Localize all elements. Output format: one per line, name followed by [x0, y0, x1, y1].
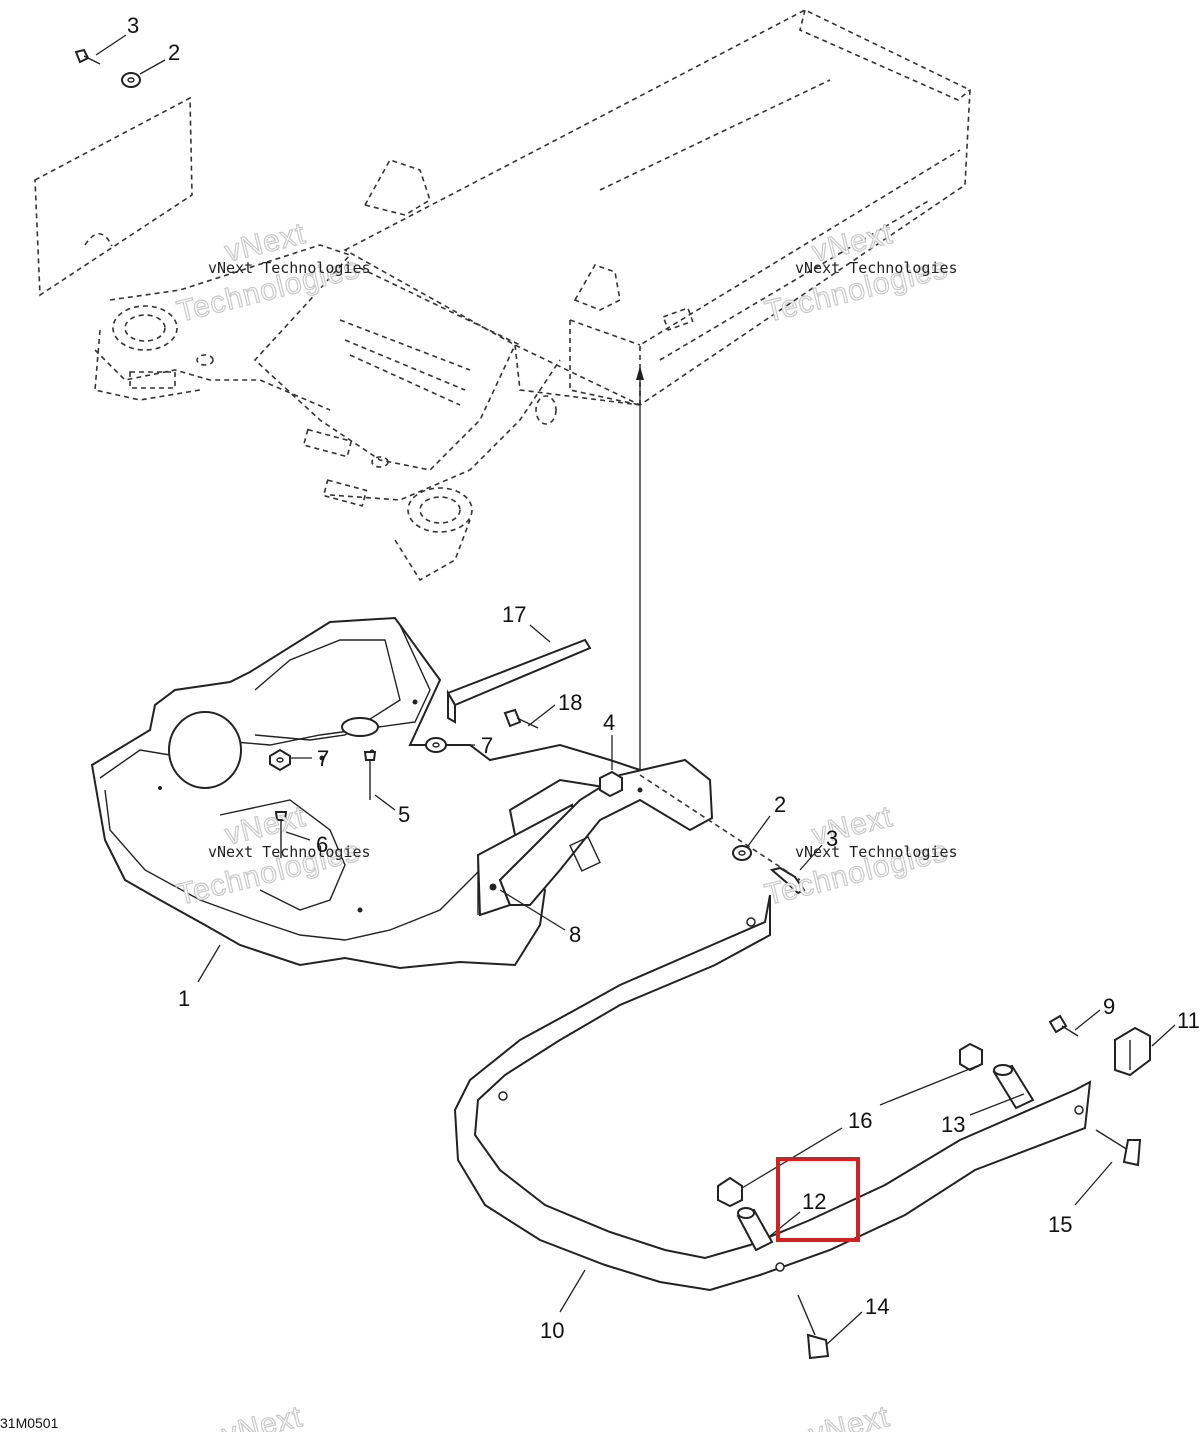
- callout-9: 9: [1103, 994, 1115, 1019]
- callout-10: 10: [540, 1318, 564, 1343]
- bumper-bracket: [476, 758, 714, 917]
- bumper-tube: [453, 894, 1151, 1360]
- callout-7: 7: [317, 746, 329, 771]
- callout-11: 11: [1177, 1008, 1200, 1033]
- callout-17: 17: [502, 602, 526, 627]
- callout-14: 14: [865, 1294, 889, 1319]
- callout-2: 2: [774, 792, 786, 817]
- watermark-vnext: vNext: [219, 1400, 306, 1432]
- watermark-text: vNext Technologies: [795, 843, 958, 861]
- callout-2: 2: [168, 40, 180, 65]
- callout-12: 12: [802, 1189, 826, 1214]
- hardware: [74, 48, 806, 895]
- callout-3: 3: [127, 13, 139, 38]
- callout-15: 15: [1048, 1212, 1072, 1237]
- callouts: 3 2 17 18 4 7 7 5 6 2 3 8 1 9 11 16 13 1…: [127, 13, 1200, 1343]
- callout-8: 8: [569, 922, 581, 947]
- callout-5: 5: [398, 802, 410, 827]
- watermark-text: vNext Technologies: [795, 259, 958, 277]
- highlight-box-12: [776, 1157, 860, 1242]
- callout-3: 3: [826, 826, 838, 851]
- drawing-code: 31M0501: [0, 1415, 59, 1431]
- watermark-text: vNext Technologies: [208, 843, 371, 861]
- callout-13: 13: [941, 1112, 965, 1137]
- callout-18: 18: [558, 690, 582, 715]
- callout-7: 7: [481, 733, 493, 758]
- watermark-text: vNext Technologies: [208, 259, 371, 277]
- mounting-arrow: [636, 366, 644, 780]
- watermark-vnext: vNext: [806, 1400, 893, 1432]
- callout-4: 4: [603, 710, 615, 735]
- callout-6: 6: [316, 832, 328, 857]
- callout-16: 16: [848, 1108, 872, 1133]
- callout-1: 1: [178, 986, 190, 1011]
